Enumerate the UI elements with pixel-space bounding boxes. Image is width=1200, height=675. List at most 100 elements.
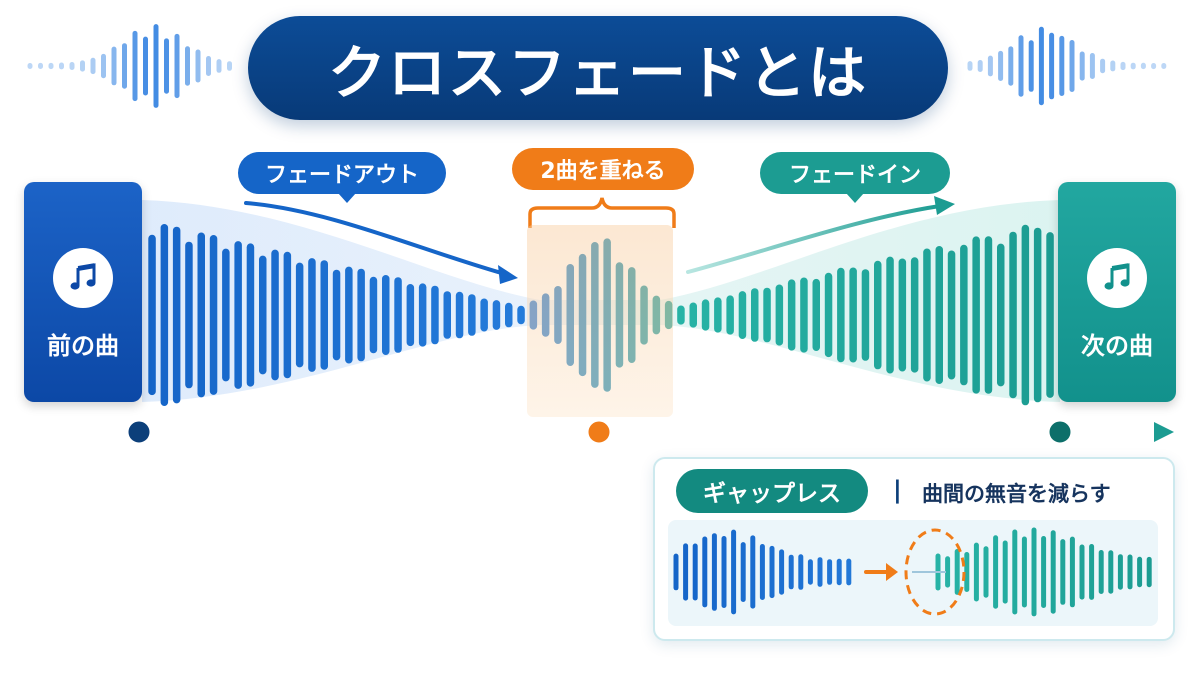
fade-in-tag: フェードイン (760, 152, 950, 203)
deco-bar (1059, 35, 1065, 96)
wave-bar (714, 297, 722, 333)
deco-bar (1018, 35, 1024, 97)
wave-bar (443, 291, 451, 339)
wave-bar (886, 256, 894, 374)
fade-out-label: フェードアウト (264, 163, 419, 188)
wave-bar (382, 275, 390, 355)
deco-bar (1100, 58, 1106, 74)
wave-bar (332, 269, 341, 361)
wave-bar (591, 242, 599, 388)
deco-bar (1079, 51, 1085, 81)
wave-bar (763, 287, 771, 343)
wave-bar (640, 285, 648, 345)
wave-bar (234, 241, 242, 389)
gapless-tag-label: ギャップレス (703, 481, 841, 507)
gapless-tag: ギャップレス (676, 469, 868, 513)
wave-bar (148, 234, 156, 396)
wave-bar (984, 236, 993, 394)
deco-bar (143, 36, 148, 96)
wave-bar (738, 291, 747, 339)
wave-bar (664, 300, 673, 330)
wave-bar (812, 278, 820, 351)
wave-bar (787, 279, 796, 351)
wave-bar (923, 248, 931, 382)
fade-in-arrow (686, 196, 955, 274)
deco-bar (998, 50, 1004, 81)
wave-bar (369, 276, 378, 354)
wave-bar (898, 258, 907, 372)
deco-bar (122, 43, 127, 89)
wave-bar (418, 283, 427, 347)
deco-bar (1120, 61, 1126, 71)
wave-bar (578, 253, 587, 377)
wave-bar (197, 232, 205, 398)
wave-bar (308, 258, 316, 372)
deco-bar (1069, 40, 1075, 92)
wave-bar (222, 248, 230, 382)
deco-bar (90, 57, 96, 75)
deco-bar (101, 53, 106, 79)
wave-bar (800, 277, 808, 353)
next-song-label: 次の曲 (1081, 332, 1153, 360)
wave-bar (1046, 232, 1054, 398)
wave-bar (960, 244, 968, 386)
deco-bar (48, 62, 54, 70)
wave-bar (1021, 224, 1030, 406)
wave-bar (492, 300, 501, 330)
wave-bar (406, 284, 415, 347)
deco-bar (977, 60, 983, 72)
wave-bar (185, 241, 193, 389)
page-title: クロスフェードとは (327, 39, 868, 107)
wave-bar (283, 251, 292, 379)
wave-bar (997, 243, 1005, 387)
wave-bar (259, 255, 267, 375)
wave-bar (628, 267, 636, 363)
wave-bar (910, 257, 919, 373)
gapless-separator: | (893, 476, 902, 504)
deco-bar (987, 55, 993, 77)
wave-bar (172, 226, 181, 404)
wave-bar (615, 262, 624, 368)
timeline-marker-end (1046, 418, 1074, 446)
timeline-marker-middle (585, 418, 613, 446)
deco-bar (80, 60, 85, 72)
overlap-highlight (527, 225, 673, 417)
deco-bar (153, 24, 159, 108)
timeline-marker-start (125, 418, 153, 446)
wave-bar (455, 291, 464, 339)
wave-bar (861, 269, 870, 361)
deco-bar (1049, 32, 1055, 100)
main-waveform (148, 224, 1054, 406)
wave-bar (529, 300, 538, 330)
gapless-wave-area (668, 520, 1158, 626)
wave-bar (320, 260, 328, 370)
deco-bar (27, 63, 33, 69)
wave-bar (726, 295, 734, 335)
deco-bar (1151, 63, 1157, 70)
wave-bar (775, 284, 784, 346)
wave-bar (357, 268, 365, 362)
fade-out-tag: フェードアウト (238, 152, 446, 203)
next-song-box: 次の曲 (1058, 182, 1176, 402)
title-banner: クロスフェードとは (248, 16, 948, 120)
tag-pointer (846, 193, 864, 203)
deco-bar (38, 62, 43, 69)
wave-bar (849, 267, 857, 363)
music-note-icon (53, 248, 113, 308)
wave-bar (837, 267, 845, 363)
wave-bar (554, 286, 562, 344)
fade-out-arrow (244, 201, 518, 284)
wave-bar (677, 305, 685, 325)
wave-bar (295, 262, 304, 368)
deco-bar (174, 33, 180, 99)
deco-bar (227, 61, 232, 71)
deco-bar (1038, 26, 1044, 106)
wave-bar (541, 293, 550, 337)
wave-bar (246, 243, 255, 387)
wave-bar (689, 302, 697, 328)
tag-pointer (338, 193, 356, 203)
deco-bar (1140, 62, 1146, 70)
deco-bar (1008, 46, 1014, 86)
